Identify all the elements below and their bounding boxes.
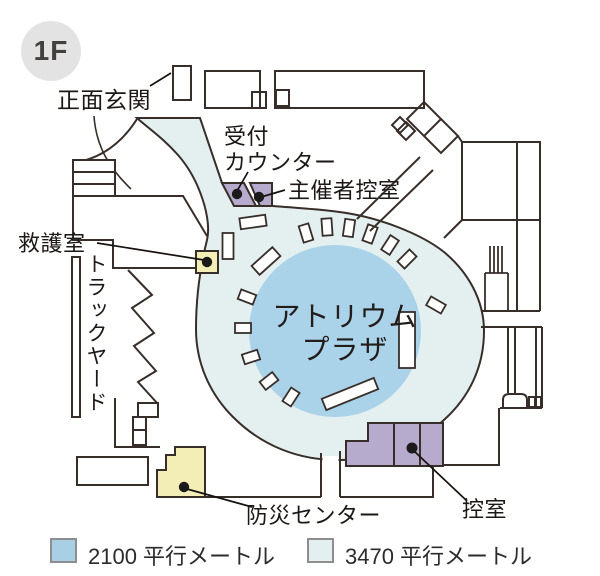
southwest-room: [76, 456, 149, 486]
plaza-booth: [396, 248, 418, 270]
legend-swatch-2100: [50, 538, 77, 563]
plaza-booth: [361, 223, 379, 245]
label-truck-yard: トラックヤード: [84, 253, 107, 414]
organizer-dot: [253, 191, 265, 203]
disaster-dot: [178, 481, 190, 493]
plaza-booth: [341, 217, 357, 239]
plaza-booth: [379, 233, 401, 257]
leader-first-aid: [96, 242, 205, 261]
legend-swatch-3470: [307, 538, 334, 563]
south-passage: [320, 451, 341, 497]
plaza-booth: [258, 370, 280, 392]
southeast-stair-bump: [502, 393, 528, 408]
plaza-booth: [236, 288, 258, 306]
label-atrium-plaza: アトリウム プラザ: [272, 301, 418, 365]
plaza-stage: [398, 311, 416, 369]
north-room-2: [274, 70, 425, 109]
entrance-path-arc: [93, 115, 132, 190]
label-main-entrance: 正面玄関: [57, 87, 151, 113]
plaza-booth-ring: [221, 213, 448, 412]
building-walls: [71, 65, 543, 498]
west-room-walls: [73, 195, 208, 237]
floor-badge-label: 1F: [33, 35, 69, 66]
northeast-diamonds: [390, 100, 460, 155]
plaza-booth: [221, 232, 235, 260]
southeast-column: [500, 326, 543, 409]
plaza-booth: [240, 348, 262, 366]
plaza-booth: [250, 245, 282, 277]
leader-lines: [96, 72, 468, 508]
leader-main-entrance: [149, 72, 172, 87]
leader-reception: [236, 171, 249, 192]
plaza-stage-long: [320, 376, 380, 412]
leader-organizer: [260, 189, 286, 198]
plaza-booth: [281, 386, 301, 408]
east-room: [461, 141, 541, 221]
waiting-dot: [406, 442, 418, 454]
truckyard-dock: [71, 256, 81, 418]
label-first-aid-room: 救護室: [18, 231, 86, 256]
location-dots: [178, 188, 418, 493]
leader-waiting: [413, 450, 468, 502]
first-aid-dot: [201, 256, 213, 268]
stair-block-west: [72, 159, 116, 197]
plaza-booth: [424, 295, 448, 315]
plaza-booth: [320, 217, 334, 237]
atrium-plaza-circle: [249, 245, 421, 417]
label-waiting-room: 控室: [462, 497, 508, 522]
south-outline: [205, 466, 434, 498]
floor-badge: 1F: [21, 21, 81, 81]
east-corridor: [516, 220, 541, 311]
label-organizer-room: 主催者控室: [288, 178, 401, 203]
plaza-booth: [238, 213, 268, 231]
legend-label-3470: 3470 平行メートル: [345, 544, 533, 569]
plaza-booth: [297, 222, 315, 244]
east-stairs: [484, 246, 509, 311]
entrance-door: [172, 65, 192, 101]
truckyard-sawtooth: [127, 269, 159, 405]
reception-dot: [231, 188, 243, 200]
legend-label-2100: 2100 平行メートル: [88, 544, 276, 569]
label-reception-counter: 受付 カウンター: [224, 124, 337, 175]
label-disaster-center: 防災センター: [246, 503, 382, 528]
south-east-outline: [443, 408, 500, 466]
northeast-corridor-walls: [356, 156, 434, 232]
north-room-1: [204, 70, 261, 109]
plaza-booth: [234, 322, 252, 334]
leader-disaster: [186, 488, 253, 508]
disaster-center-room: [156, 446, 206, 498]
